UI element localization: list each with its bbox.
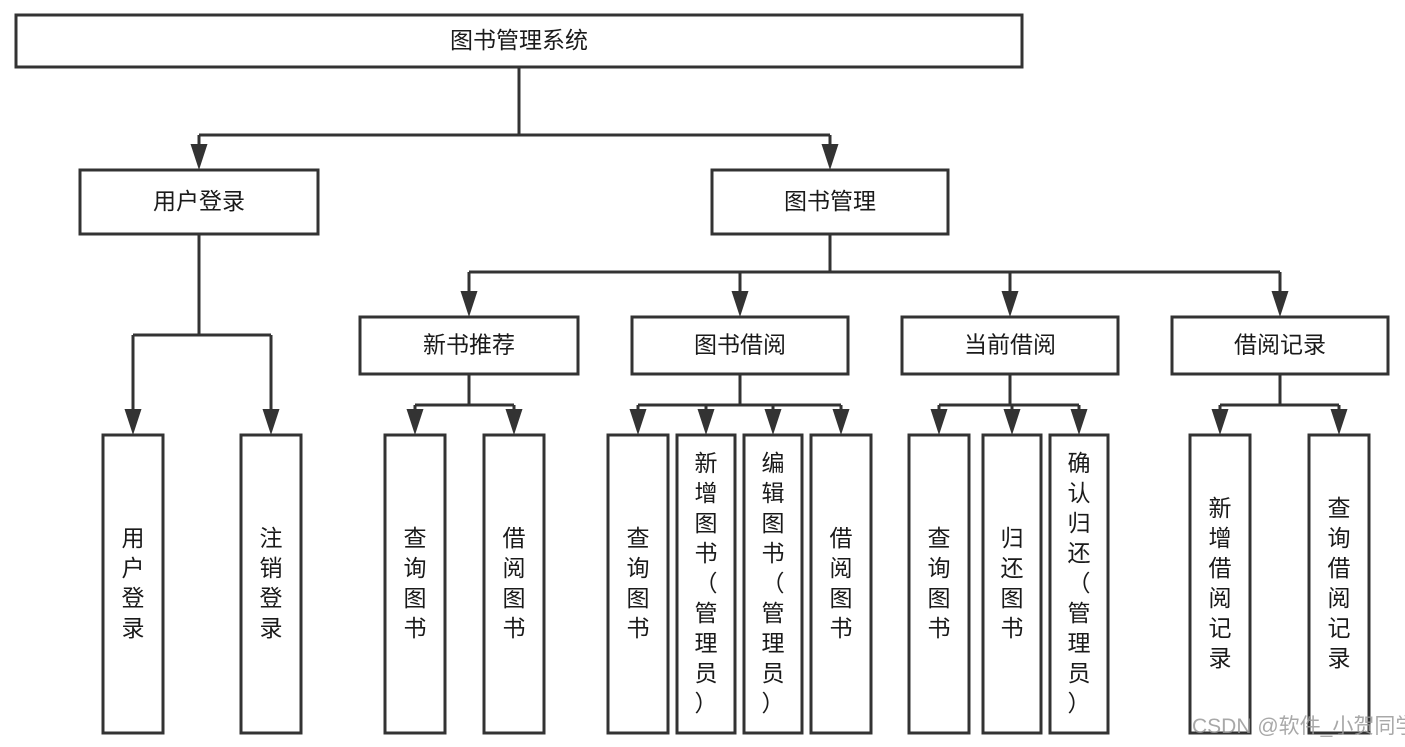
node-book-management[interactable]: 图书管理	[710, 168, 950, 236]
node-leaf-borrow-record-1-box[interactable]	[1307, 433, 1371, 735]
node-leaf-borrow-record-0-label: 新增借阅记录	[1209, 495, 1232, 671]
node-leaf-user-login-0[interactable]: 用户登录	[101, 433, 165, 735]
node-book-management-box[interactable]	[710, 168, 950, 236]
node-leaf-current-borrow-2[interactable]: 确认归还（管理员）	[1048, 433, 1110, 735]
node-leaf-new-book-recommend-1-label: 借阅图书	[503, 525, 526, 641]
node-user-login-box[interactable]	[78, 168, 320, 236]
borrow-record-to-leaf-0-arrowhead	[1211, 409, 1229, 435]
node-leaf-book-borrow-0[interactable]: 查询图书	[606, 433, 670, 735]
csdn-watermark: CSDN @软件_小贺同学	[1192, 715, 1405, 738]
node-leaf-new-book-recommend-1[interactable]: 借阅图书	[482, 433, 546, 735]
node-leaf-book-borrow-0-box[interactable]	[606, 433, 670, 735]
current-borrow-to-leaf-0-arrowhead	[930, 409, 948, 435]
book-borrow-to-leaf-3-arrowhead	[832, 409, 850, 435]
node-leaf-new-book-recommend-0-label: 查询图书	[404, 525, 427, 641]
node-level3-2-box[interactable]	[900, 315, 1120, 376]
new-book-recommend-to-leaf-0-arrowhead	[406, 409, 424, 435]
node-leaf-borrow-record-1-label: 查询借阅记录	[1328, 495, 1351, 671]
node-leaf-current-borrow-1-box[interactable]	[981, 433, 1043, 735]
node-leaf-current-borrow-2-box[interactable]	[1048, 433, 1110, 735]
node-leaf-current-borrow-0-box[interactable]	[907, 433, 971, 735]
node-leaf-borrow-record-1[interactable]: 查询借阅记录	[1307, 433, 1371, 735]
user-login-to-leaf-0-arrowhead	[124, 409, 142, 435]
node-leaf-new-book-recommend-0[interactable]: 查询图书	[383, 433, 447, 735]
node-leaf-book-borrow-2-label: 编辑图书（管理员）	[762, 450, 785, 716]
node-level3-2-label: 当前借阅	[964, 332, 1056, 358]
node-leaf-book-borrow-3[interactable]: 借阅图书	[809, 433, 873, 735]
connector-layer	[124, 67, 1348, 435]
node-leaf-book-borrow-0-label: 查询图书	[627, 525, 650, 641]
node-leaf-book-borrow-1[interactable]: 新增图书（管理员）	[675, 433, 737, 735]
node-leaf-user-login-1-box[interactable]	[239, 433, 303, 735]
book-mgmt-to-level3-3-arrowhead	[1271, 291, 1289, 317]
node-leaf-user-login-0-box[interactable]	[101, 433, 165, 735]
node-leaf-user-login-1[interactable]: 注销登录	[239, 433, 303, 735]
node-level3-3-box[interactable]	[1170, 315, 1390, 376]
node-leaf-current-borrow-0-label: 查询图书	[928, 525, 951, 641]
book-borrow-to-leaf-2-arrowhead	[764, 409, 782, 435]
node-level3-1[interactable]: 图书借阅	[630, 315, 850, 376]
node-leaf-borrow-record-0[interactable]: 新增借阅记录	[1188, 433, 1252, 735]
user-login-to-leaf-1-arrowhead	[262, 409, 280, 435]
node-root-system-label: 图书管理系统	[450, 27, 588, 53]
root-to-level2-1-arrowhead	[821, 144, 839, 170]
node-user-login[interactable]: 用户登录	[78, 168, 320, 236]
node-leaf-book-borrow-1-box[interactable]	[675, 433, 737, 735]
node-layer: 图书管理系统用户登录图书管理新书推荐图书借阅当前借阅借阅记录用户登录注销登录查询…	[14, 13, 1390, 735]
book-mgmt-to-level3-0-arrowhead	[460, 291, 478, 317]
node-leaf-book-borrow-2-box[interactable]	[742, 433, 804, 735]
node-leaf-user-login-0-label: 用户登录	[122, 525, 145, 641]
node-leaf-book-borrow-2[interactable]: 编辑图书（管理员）	[742, 433, 804, 735]
node-leaf-book-borrow-1-label: 新增图书（管理员）	[695, 450, 718, 716]
node-level3-0-box[interactable]	[358, 315, 580, 376]
borrow-record-to-leaf-1-arrowhead	[1330, 409, 1348, 435]
node-leaf-current-borrow-2-label: 确认归还（管理员）	[1068, 450, 1091, 716]
node-leaf-user-login-1-label: 注销登录	[260, 525, 283, 641]
node-leaf-new-book-recommend-0-box[interactable]	[383, 433, 447, 735]
node-leaf-borrow-record-0-box[interactable]	[1188, 433, 1252, 735]
node-root-system[interactable]: 图书管理系统	[14, 13, 1024, 69]
new-book-recommend-to-leaf-1-arrowhead	[505, 409, 523, 435]
book-borrow-to-leaf-1-arrowhead	[697, 409, 715, 435]
node-level3-3-label: 借阅记录	[1234, 332, 1326, 358]
node-root-system-box[interactable]	[14, 13, 1024, 69]
node-book-management-label: 图书管理	[784, 188, 876, 214]
node-user-login-label: 用户登录	[153, 188, 245, 214]
current-borrow-to-leaf-1-arrowhead	[1003, 409, 1021, 435]
node-leaf-book-borrow-3-label: 借阅图书	[830, 525, 853, 641]
node-leaf-current-borrow-1-label: 归还图书	[1001, 525, 1024, 641]
node-level3-1-box[interactable]	[630, 315, 850, 376]
book-borrow-to-leaf-0-arrowhead	[629, 409, 647, 435]
node-level3-3[interactable]: 借阅记录	[1170, 315, 1390, 376]
node-level3-0[interactable]: 新书推荐	[358, 315, 580, 376]
book-mgmt-to-level3-2-arrowhead	[1001, 291, 1019, 317]
node-level3-0-label: 新书推荐	[423, 332, 515, 358]
node-level3-2[interactable]: 当前借阅	[900, 315, 1120, 376]
root-to-level2-0-arrowhead	[190, 144, 208, 170]
current-borrow-to-leaf-2-arrowhead	[1070, 409, 1088, 435]
book-mgmt-to-level3-1-arrowhead	[731, 291, 749, 317]
node-leaf-book-borrow-3-box[interactable]	[809, 433, 873, 735]
node-leaf-current-borrow-1[interactable]: 归还图书	[981, 433, 1043, 735]
node-level3-1-label: 图书借阅	[694, 332, 786, 358]
node-leaf-new-book-recommend-1-box[interactable]	[482, 433, 546, 735]
node-leaf-current-borrow-0[interactable]: 查询图书	[907, 433, 971, 735]
